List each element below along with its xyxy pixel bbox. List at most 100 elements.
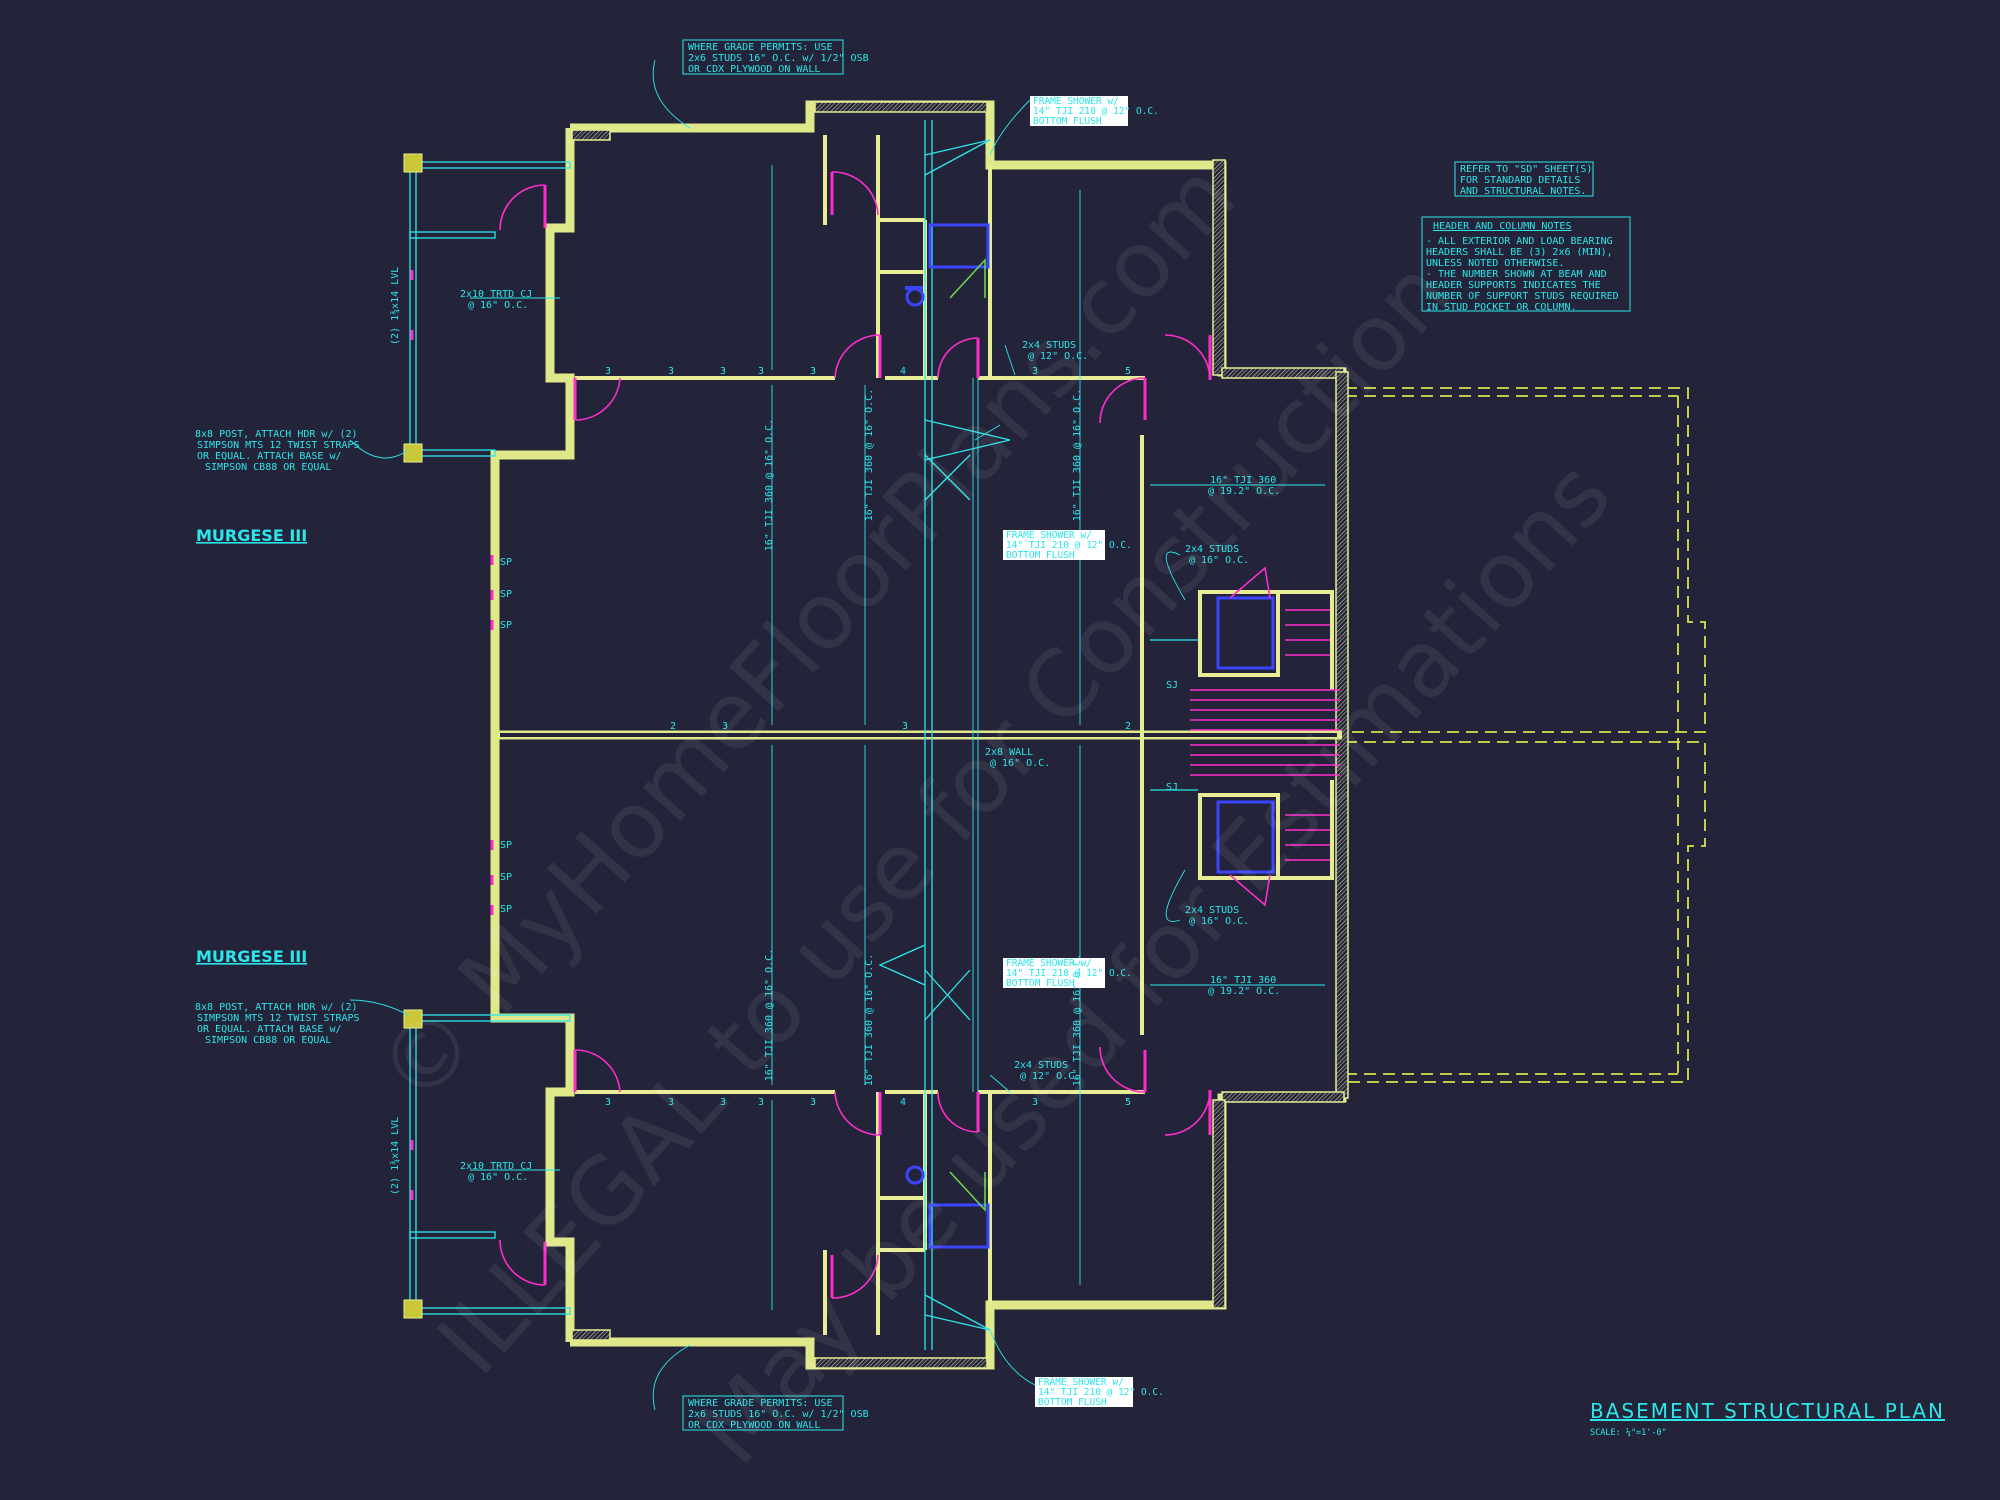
svg-text:16" TJI 360 @ 16" O.C.: 16" TJI 360 @ 16" O.C. <box>764 949 775 1081</box>
svg-text:SIMPSON CB88 OR EQUAL: SIMPSON CB88 OR EQUAL <box>205 1035 331 1046</box>
svg-text:SP: SP <box>500 620 512 631</box>
foundation-walls <box>490 100 1349 1370</box>
dimension-labels: 2x10 TRTD CJ @ 16" O.C. 2x10 TRTD CJ @ 1… <box>389 267 1280 1195</box>
svg-text:IN STUD POCKET OR COLUMN.: IN STUD POCKET OR COLUMN. <box>1426 302 1577 313</box>
svg-text:8x8 POST, ATTACH HDR w/ (2): 8x8 POST, ATTACH HDR w/ (2) <box>195 429 358 440</box>
leader-lines <box>349 59 1186 1411</box>
svg-text:16" TJI 360 @ 16" O.C.: 16" TJI 360 @ 16" O.C. <box>1072 954 1083 1086</box>
svg-text:2x8 WALL: 2x8 WALL <box>985 747 1033 758</box>
svg-text:SP: SP <box>500 557 512 568</box>
svg-text:2x6 STUDS 16" O.C. w/ 1/2" OSB: 2x6 STUDS 16" O.C. w/ 1/2" OSB <box>688 1409 869 1420</box>
svg-text:@ 16" O.C.: @ 16" O.C. <box>468 300 528 311</box>
svg-text:3: 3 <box>902 721 908 732</box>
svg-text:3: 3 <box>758 366 764 377</box>
svg-text:2x4 STUDS: 2x4 STUDS <box>1022 340 1076 351</box>
svg-text:3: 3 <box>758 1097 764 1108</box>
svg-text:3: 3 <box>605 366 611 377</box>
note-shower-top: FRAME SHOWER w/ 14" TJI 210 @ 12" O.C. B… <box>1030 96 1159 127</box>
unit-label-bottom: MURGESE III <box>196 947 307 966</box>
svg-text:16" TJI 360 @ 16" O.C.: 16" TJI 360 @ 16" O.C. <box>764 419 775 551</box>
note-grade-top: WHERE GRADE PERMITS: USE 2x6 STUDS 16" O… <box>682 39 869 75</box>
svg-text:3: 3 <box>668 366 674 377</box>
svg-text:2x10 TRTD CJ: 2x10 TRTD CJ <box>460 1161 532 1172</box>
svg-text:3: 3 <box>720 1097 726 1108</box>
doors <box>499 171 1212 1299</box>
svg-text:3: 3 <box>668 1097 674 1108</box>
svg-text:HEADER SUPPORTS INDICATES THE: HEADER SUPPORTS INDICATES THE <box>1426 280 1601 291</box>
svg-text:BOTTOM FLUSH: BOTTOM FLUSH <box>1006 978 1075 989</box>
svg-text:3: 3 <box>1032 366 1038 377</box>
svg-text:UNLESS NOTED OTHERWISE.: UNLESS NOTED OTHERWISE. <box>1426 258 1564 269</box>
porch-framing <box>403 153 571 1319</box>
svg-text:HEADER AND COLUMN NOTES: HEADER AND COLUMN NOTES <box>1433 221 1571 232</box>
svg-text:14" TJI 210 @ 12" O.C.: 14" TJI 210 @ 12" O.C. <box>1033 106 1159 117</box>
note-shower-bottom: FRAME SHOWER w/ 14" TJI 210 @ 12" O.C. B… <box>1035 1377 1164 1408</box>
svg-text:SP: SP <box>500 904 512 915</box>
stud-count-tags: 3 3 3 3 3 4 3 5 2 3 3 2 3 3 3 3 3 4 3 5 … <box>500 366 1178 1108</box>
svg-text:5: 5 <box>1125 1097 1131 1108</box>
svg-text:FRAME SHOWER w/: FRAME SHOWER w/ <box>1033 96 1119 107</box>
svg-text:2x6 STUDS 16" O.C. w/ 1/2" OSB: 2x6 STUDS 16" O.C. w/ 1/2" OSB <box>688 53 869 64</box>
svg-text:16" TJI 360: 16" TJI 360 <box>1210 475 1276 486</box>
svg-text:@ 16" O.C.: @ 16" O.C. <box>1189 916 1249 927</box>
svg-text:FOR STANDARD DETAILS: FOR STANDARD DETAILS <box>1460 175 1580 186</box>
svg-text:SP: SP <box>500 840 512 851</box>
note-shower-mid-lower: FRAME SHOWER w/ 14" TJI 210 @ 12" O.C. B… <box>1003 958 1132 989</box>
svg-text:SIMPSON CB88 OR EQUAL: SIMPSON CB88 OR EQUAL <box>205 462 331 473</box>
svg-text:WHERE GRADE PERMITS: USE: WHERE GRADE PERMITS: USE <box>688 42 833 53</box>
note-post-top: 8x8 POST, ATTACH HDR w/ (2) SIMPSON MTS … <box>195 429 360 473</box>
svg-text:(2) 1¾x14 LVL: (2) 1¾x14 LVL <box>389 267 401 345</box>
svg-text:(2) 1¾x14 LVL: (2) 1¾x14 LVL <box>389 1117 401 1195</box>
svg-text:BOTTOM FLUSH: BOTTOM FLUSH <box>1006 550 1075 561</box>
svg-text:14" TJI 210 @ 12" O.C.: 14" TJI 210 @ 12" O.C. <box>1006 540 1132 551</box>
svg-text:SJ: SJ <box>1166 680 1178 691</box>
svg-text:SP: SP <box>500 872 512 883</box>
svg-text:16" TJI 360 @ 16" O.C.: 16" TJI 360 @ 16" O.C. <box>864 389 875 521</box>
svg-text:2x10 TRTD CJ: 2x10 TRTD CJ <box>460 289 532 300</box>
svg-text:OR EQUAL. ATTACH BASE w/: OR EQUAL. ATTACH BASE w/ <box>197 1024 342 1035</box>
shower-framing <box>878 139 1011 1331</box>
svg-text:2x4 STUDS: 2x4 STUDS <box>1014 1060 1068 1071</box>
svg-text:@ 16" O.C.: @ 16" O.C. <box>1189 555 1249 566</box>
svg-text:3: 3 <box>810 1097 816 1108</box>
svg-text:@ 16" O.C.: @ 16" O.C. <box>990 758 1050 769</box>
svg-text:AND STRUCTURAL NOTES.: AND STRUCTURAL NOTES. <box>1460 186 1586 197</box>
svg-text:- ALL EXTERIOR AND LOAD BEARIN: - ALL EXTERIOR AND LOAD BEARING <box>1426 236 1613 247</box>
svg-text:REFER TO "SD" SHEET(S): REFER TO "SD" SHEET(S) <box>1460 164 1592 175</box>
note-post-bottom: 8x8 POST, ATTACH HDR w/ (2) SIMPSON MTS … <box>195 1002 360 1046</box>
garage-outline-dashed <box>1345 387 1706 1083</box>
svg-text:16" TJI 360 @ 16" O.C.: 16" TJI 360 @ 16" O.C. <box>1072 389 1083 521</box>
note-shower-mid-upper: FRAME SHOWER w/ 14" TJI 210 @ 12" O.C. B… <box>1003 530 1132 561</box>
note-refer-sd: REFER TO "SD" SHEET(S) FOR STANDARD DETA… <box>1454 161 1594 197</box>
svg-text:@ 19.2" O.C.: @ 19.2" O.C. <box>1208 486 1280 497</box>
svg-text:FRAME SHOWER w/: FRAME SHOWER w/ <box>1006 958 1092 969</box>
svg-text:FRAME SHOWER w/: FRAME SHOWER w/ <box>1006 530 1092 541</box>
svg-text:SIMPSON MTS 12 TWIST STRAPS: SIMPSON MTS 12 TWIST STRAPS <box>197 440 360 451</box>
svg-text:8x8 POST, ATTACH HDR w/ (2): 8x8 POST, ATTACH HDR w/ (2) <box>195 1002 358 1013</box>
svg-text:OR CDX PLYWOOD ON WALL: OR CDX PLYWOOD ON WALL <box>688 1420 820 1431</box>
note-grade-bottom: WHERE GRADE PERMITS: USE 2x6 STUDS 16" O… <box>682 1395 869 1431</box>
unit-label-top: MURGESE III <box>196 526 307 545</box>
svg-text:5: 5 <box>1125 366 1131 377</box>
svg-text:2x4 STUDS: 2x4 STUDS <box>1185 905 1239 916</box>
joist-span-lines <box>470 120 1325 1350</box>
svg-text:2x4 STUDS: 2x4 STUDS <box>1185 544 1239 555</box>
svg-text:@ 12" O.C.: @ 12" O.C. <box>1028 351 1088 362</box>
svg-text:SIMPSON MTS 12 TWIST STRAPS: SIMPSON MTS 12 TWIST STRAPS <box>197 1013 360 1024</box>
svg-text:3: 3 <box>1032 1097 1038 1108</box>
svg-text:16" TJI 360: 16" TJI 360 <box>1210 975 1276 986</box>
svg-text:BOTTOM FLUSH: BOTTOM FLUSH <box>1033 116 1102 127</box>
bath-fixtures <box>905 223 990 1249</box>
svg-text:14" TJI 210 @ 12" O.C.: 14" TJI 210 @ 12" O.C. <box>1038 1387 1164 1398</box>
svg-text:NUMBER OF SUPPORT STUDS REQUIR: NUMBER OF SUPPORT STUDS REQUIRED <box>1426 291 1619 302</box>
drawing-scale: SCALE: ¼"=1'-0" <box>1590 1428 1667 1438</box>
svg-text:FRAME SHOWER w/: FRAME SHOWER w/ <box>1038 1377 1124 1388</box>
svg-text:SJ: SJ <box>1166 782 1178 793</box>
svg-text:HEADERS SHALL BE (3) 2x6 (MIN): HEADERS SHALL BE (3) 2x6 (MIN), <box>1426 247 1613 258</box>
svg-text:@ 12" O.C.: @ 12" O.C. <box>1020 1071 1080 1082</box>
svg-text:OR CDX PLYWOOD ON WALL: OR CDX PLYWOOD ON WALL <box>688 64 820 75</box>
svg-text:OR EQUAL. ATTACH BASE w/: OR EQUAL. ATTACH BASE w/ <box>197 451 342 462</box>
svg-text:BOTTOM FLUSH: BOTTOM FLUSH <box>1038 1397 1107 1408</box>
svg-text:@ 19.2" O.C.: @ 19.2" O.C. <box>1208 986 1280 997</box>
svg-text:- THE NUMBER SHOWN AT BEAM AND: - THE NUMBER SHOWN AT BEAM AND <box>1426 269 1607 280</box>
